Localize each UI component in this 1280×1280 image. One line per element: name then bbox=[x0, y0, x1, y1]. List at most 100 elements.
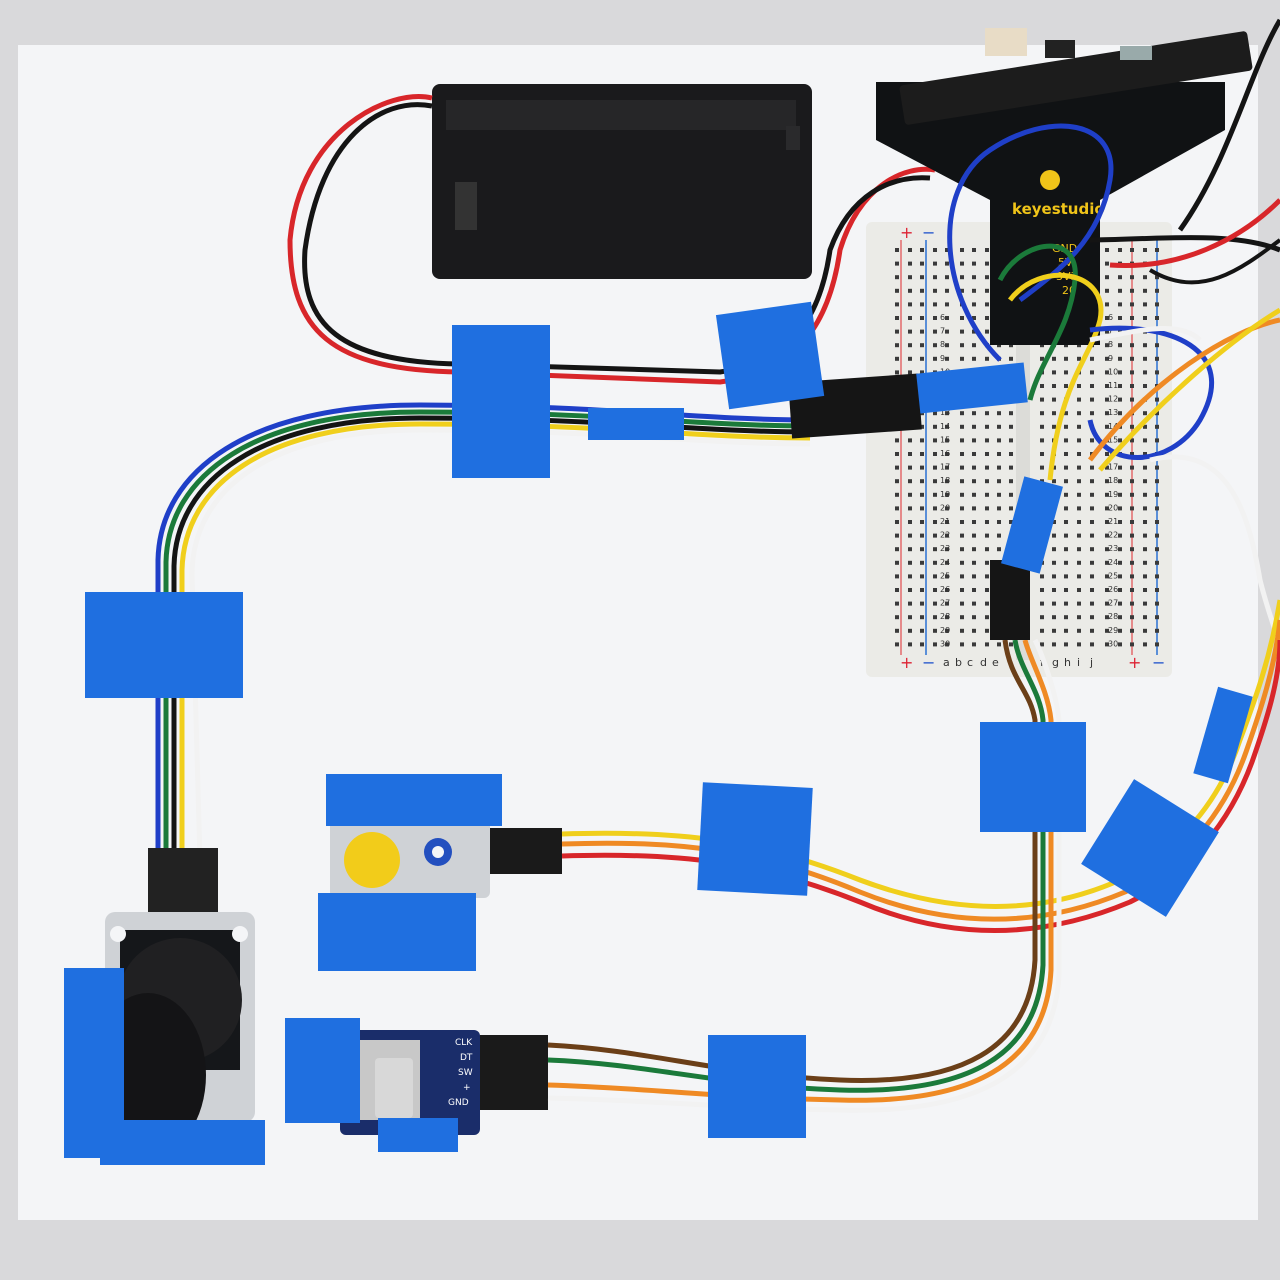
breadboard-hole bbox=[945, 465, 949, 470]
joystick-cable-bundle bbox=[155, 402, 811, 861]
breadboard-hole bbox=[985, 492, 989, 497]
right-black-wire-1 bbox=[1089, 235, 1280, 253]
breadboard-hole bbox=[972, 316, 976, 320]
breadboard-hole bbox=[908, 479, 912, 484]
breadboard-hole bbox=[1040, 465, 1044, 470]
breadboard-hole bbox=[1040, 452, 1044, 456]
breadboard-hole bbox=[920, 628, 924, 633]
breadboard-hole bbox=[1155, 316, 1159, 320]
breadboard-row-number: 13 bbox=[1108, 408, 1118, 417]
breadboard-hole bbox=[1105, 248, 1109, 252]
breadboard-hole bbox=[1143, 288, 1147, 293]
tape-piece bbox=[85, 592, 243, 698]
breadboard-hole bbox=[997, 465, 1001, 470]
breadboard-hole bbox=[960, 316, 964, 320]
breadboard-hole bbox=[1064, 628, 1068, 633]
breadboard-hole bbox=[1077, 479, 1081, 484]
breadboard-hole bbox=[1118, 547, 1122, 552]
breadboard-hole bbox=[945, 492, 949, 497]
breadboard-hole bbox=[908, 356, 912, 361]
breadboard-hole bbox=[1155, 520, 1159, 524]
breadboard-hole bbox=[1064, 370, 1068, 375]
breadboard-hole bbox=[1105, 628, 1109, 633]
breadboard-hole bbox=[1143, 628, 1147, 633]
breadboard-hole bbox=[1090, 601, 1094, 606]
breadboard-hole bbox=[920, 343, 924, 348]
breadboard-hole bbox=[972, 601, 976, 606]
breadboard-hole bbox=[895, 329, 899, 334]
breadboard-hole bbox=[1118, 302, 1122, 307]
breadboard-hole bbox=[895, 452, 899, 456]
breadboard-hole bbox=[1118, 533, 1122, 538]
breadboard-hole bbox=[1052, 370, 1056, 375]
connector-housing bbox=[990, 560, 1030, 640]
breadboard-row-number: 15 bbox=[940, 435, 950, 444]
breadboard-hole bbox=[985, 479, 989, 484]
breadboard-hole bbox=[895, 275, 899, 280]
breadboard-hole bbox=[895, 261, 899, 266]
breadboard-hole bbox=[985, 329, 989, 334]
breadboard-hole bbox=[1118, 642, 1122, 647]
breadboard-hole bbox=[920, 642, 924, 647]
breadboard-hole bbox=[960, 275, 964, 280]
breadboard-hole bbox=[1155, 288, 1159, 293]
yellow-jumper-loop bbox=[1008, 272, 1104, 481]
breadboard-hole bbox=[908, 615, 912, 620]
breadboard-hole bbox=[997, 411, 1001, 416]
breadboard-hole bbox=[1143, 533, 1147, 538]
breadboard-hole bbox=[1118, 370, 1122, 375]
breadboard-hole bbox=[1155, 642, 1159, 647]
breadboard-hole bbox=[920, 479, 924, 484]
breadboard-row-number: 29 bbox=[940, 626, 950, 635]
breadboard-hole bbox=[1090, 397, 1094, 402]
breadboard-hole bbox=[1064, 560, 1068, 565]
breadboard-hole bbox=[1155, 588, 1159, 592]
breadboard-hole bbox=[972, 520, 976, 524]
breadboard-hole bbox=[908, 520, 912, 524]
breadboard-hole bbox=[895, 438, 899, 443]
breadboard-hole bbox=[1077, 615, 1081, 620]
breadboard-hole bbox=[1052, 411, 1056, 416]
breadboard-hole bbox=[945, 628, 949, 633]
breadboard-hole bbox=[1118, 520, 1122, 524]
breadboard-hole bbox=[960, 520, 964, 524]
tape-piece bbox=[1081, 779, 1219, 917]
breadboard-hole bbox=[945, 547, 949, 552]
breadboard-hole bbox=[908, 547, 912, 552]
rail-minus-bottom-right: − bbox=[1152, 653, 1165, 672]
battery-holder bbox=[432, 84, 812, 279]
breadboard-hole bbox=[1130, 343, 1134, 348]
breadboard-hole bbox=[908, 370, 912, 375]
breadboard-hole bbox=[972, 479, 976, 484]
breadboard-row-number: 21 bbox=[1108, 517, 1118, 526]
breadboard-hole bbox=[985, 560, 989, 565]
breadboard-hole bbox=[997, 479, 1001, 484]
encoder-pin-sw: SW bbox=[458, 1068, 473, 1078]
breadboard-hole bbox=[920, 547, 924, 552]
breadboard-hole bbox=[1064, 438, 1068, 443]
breadboard-hole bbox=[1009, 356, 1013, 361]
breadboard-hole bbox=[1105, 465, 1109, 470]
tape-piece bbox=[697, 782, 813, 896]
breadboard-hole bbox=[1130, 533, 1134, 538]
breadboard-hole bbox=[1143, 560, 1147, 565]
breadboard-hole bbox=[1052, 424, 1056, 429]
breadboard-hole bbox=[1143, 547, 1147, 552]
brand-logo-text: keyestudio bbox=[1012, 200, 1105, 218]
breadboard-hole bbox=[945, 261, 949, 266]
breadboard-hole bbox=[933, 424, 937, 429]
breadboard-hole bbox=[997, 533, 1001, 538]
breadboard-hole bbox=[972, 574, 976, 579]
breadboard-hole bbox=[960, 261, 964, 266]
breadboard-hole bbox=[895, 615, 899, 620]
breadboard-row-number: 18 bbox=[1108, 476, 1118, 485]
breadboard-column-letter: e bbox=[992, 656, 999, 669]
breadboard-hole bbox=[985, 642, 989, 647]
breadboard-hole bbox=[895, 628, 899, 633]
breadboard-hole bbox=[1105, 642, 1109, 647]
breadboard-row-number: 21 bbox=[940, 517, 950, 526]
breadboard-row-number: 14 bbox=[1108, 422, 1118, 431]
breadboard-hole bbox=[920, 275, 924, 280]
breadboard-hole bbox=[1052, 642, 1056, 647]
breadboard-hole bbox=[895, 506, 899, 511]
